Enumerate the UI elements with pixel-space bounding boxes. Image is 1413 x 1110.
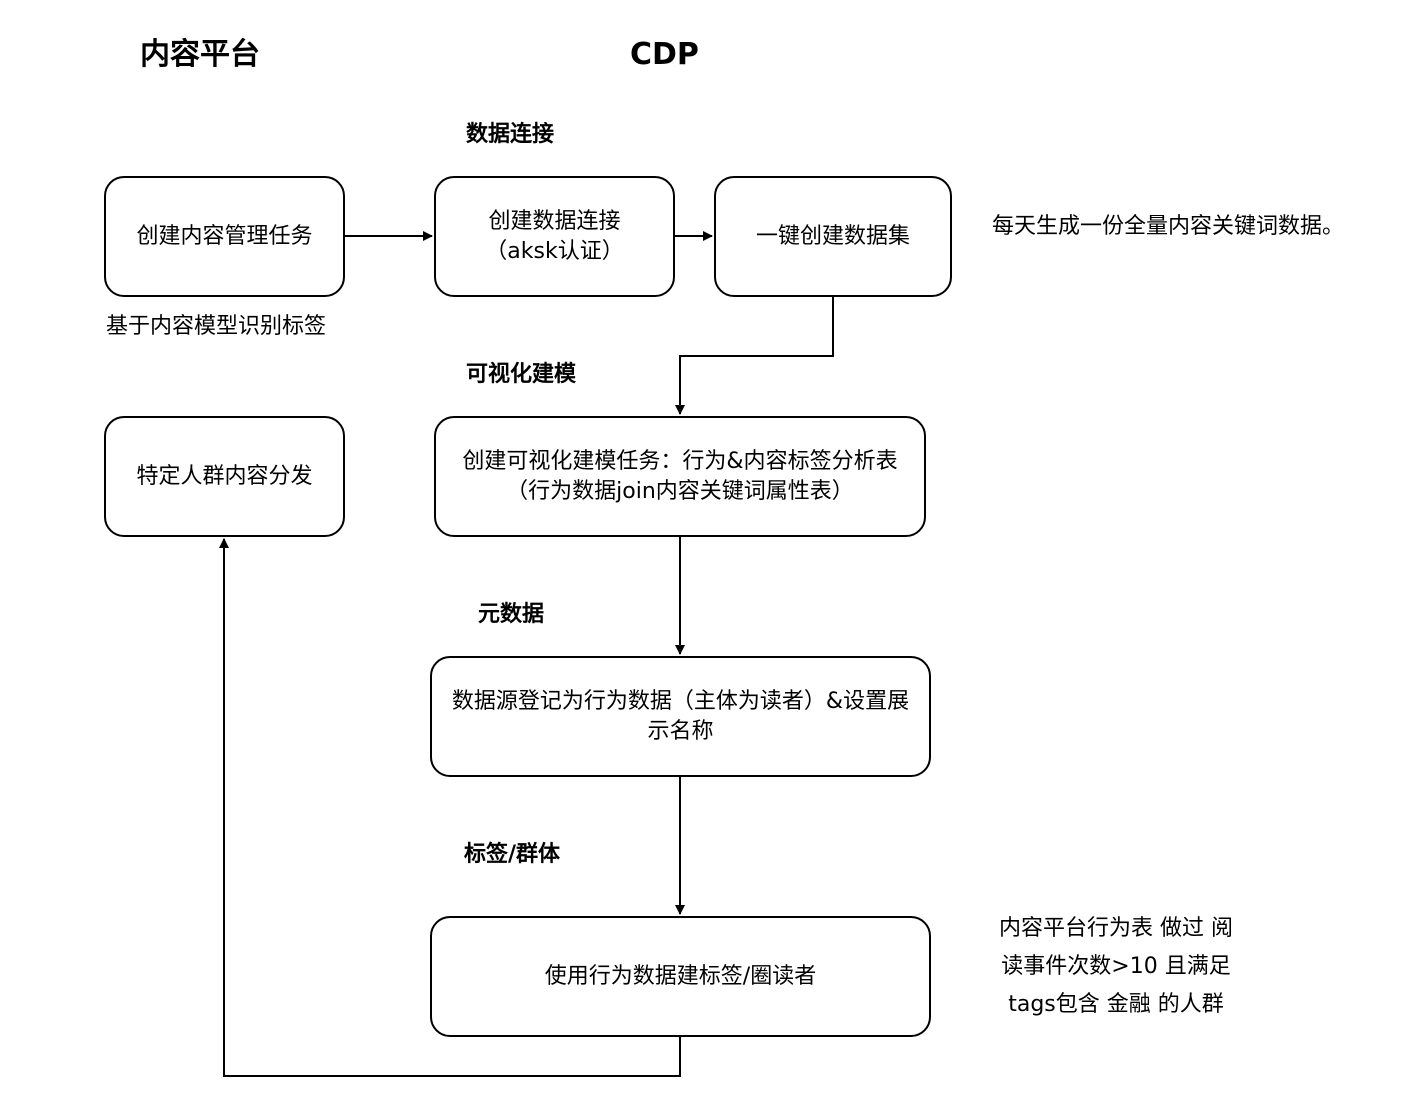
section-label-tags-groups: 标签/群体 bbox=[464, 842, 561, 867]
note-daily-keywords: 每天生成一份全量内容关键词数据。 bbox=[992, 214, 1345, 239]
node-label: 创建内容管理任务 bbox=[136, 223, 313, 249]
edge-dataset-to-modeling-task bbox=[675, 297, 834, 415]
node-label: 一键创建数据集 bbox=[755, 223, 910, 249]
node-label-line1: 创建数据连接 bbox=[488, 208, 621, 234]
note-audience-rule-line2: 读事件次数>10 且满足 bbox=[1001, 954, 1231, 979]
node-label-line2: 示名称 bbox=[647, 718, 714, 744]
cdp-column-title: CDP bbox=[630, 37, 699, 72]
section-label-visual-modeling: 可视化建模 bbox=[466, 362, 577, 387]
node-one-click-dataset[interactable]: 一键创建数据集 bbox=[714, 176, 952, 297]
content-platform-column-title: 内容平台 bbox=[140, 37, 260, 72]
node-label-line2: （行为数据join内容关键词属性表） bbox=[506, 478, 854, 504]
section-label-metadata: 元数据 bbox=[478, 602, 545, 627]
note-model-tags: 基于内容模型识别标签 bbox=[106, 314, 327, 339]
node-register-datasource[interactable]: 数据源登记为行为数据（主体为读者）&设置展 示名称 bbox=[430, 656, 931, 777]
note-audience-rule: 内容平台行为表 做过 阅 读事件次数>10 且满足 tags包含 金融 的人群 bbox=[982, 910, 1250, 1024]
node-build-tags[interactable]: 使用行为数据建标签/圈读者 bbox=[430, 916, 931, 1037]
node-create-data-connection[interactable]: 创建数据连接 （aksk认证） bbox=[434, 176, 675, 297]
node-create-content-task[interactable]: 创建内容管理任务 bbox=[104, 176, 345, 297]
note-audience-rule-line3: tags包含 金融 的人群 bbox=[1008, 992, 1224, 1017]
node-label-line1: 数据源登记为行为数据（主体为读者）&设置展 bbox=[451, 688, 910, 714]
edge-build-tags-to-distribution bbox=[219, 538, 681, 1077]
node-label: 特定人群内容分发 bbox=[136, 463, 313, 489]
section-label-data-connection: 数据连接 bbox=[466, 122, 555, 147]
node-label: 使用行为数据建标签/圈读者 bbox=[544, 963, 817, 989]
node-label-line1: 创建可视化建模任务：行为&内容标签分析表 bbox=[462, 448, 898, 474]
node-label-line2: （aksk认证） bbox=[485, 238, 624, 264]
note-audience-rule-line1: 内容平台行为表 做过 阅 bbox=[999, 916, 1233, 941]
node-targeted-distribution[interactable]: 特定人群内容分发 bbox=[104, 416, 345, 537]
node-create-modeling-task[interactable]: 创建可视化建模任务：行为&内容标签分析表 （行为数据join内容关键词属性表） bbox=[434, 416, 926, 537]
